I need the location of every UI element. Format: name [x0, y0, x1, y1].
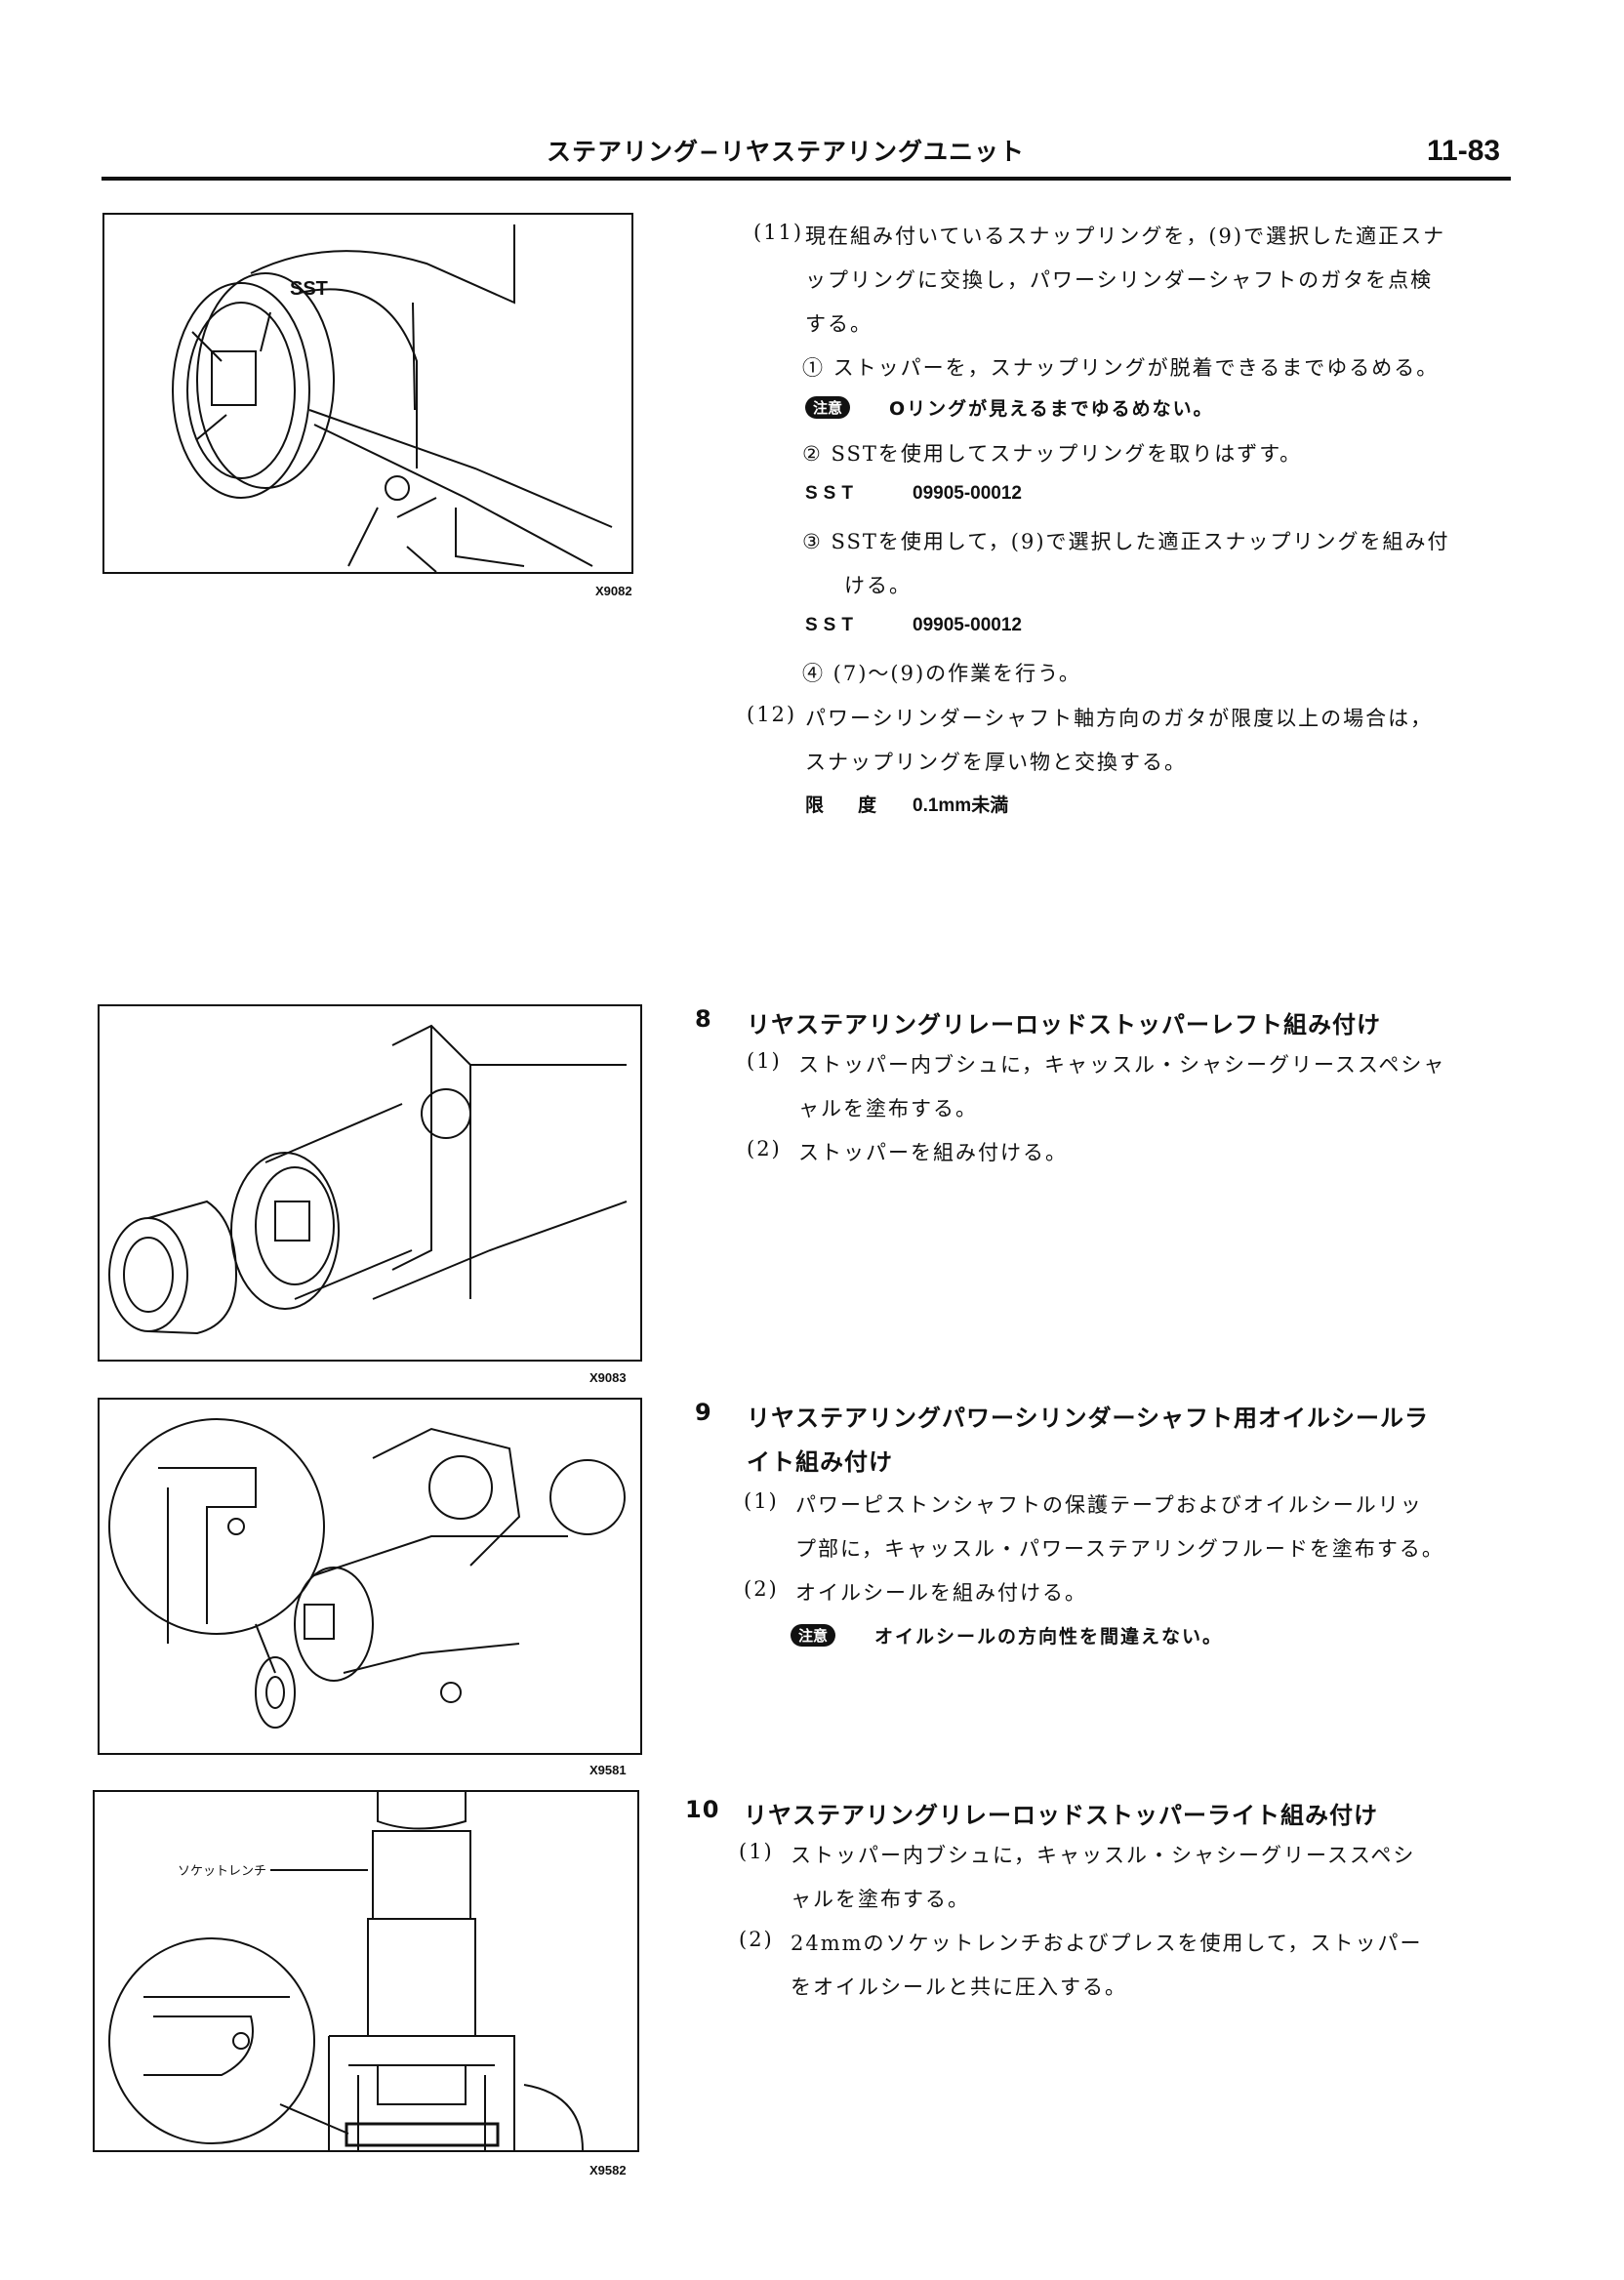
item-text: パワーピストンシャフトの保護テープおよびオイルシールリッ [795, 1493, 1423, 1517]
item-number: (1) [739, 1840, 774, 1863]
item-text: ストッパーを組み付ける。 [798, 1141, 1068, 1164]
page-header-title: ステアリング−リヤステアリングユニット [547, 138, 1025, 166]
limit-value: 0.1mm未満 [913, 795, 1009, 816]
figure-press-stopper: ソケットレンチ [93, 1790, 639, 2152]
step-text: ップリングに交換し，パワーシリンダーシャフトのガタを点検 [805, 268, 1434, 292]
section-title: イト組み付け [747, 1448, 893, 1476]
step-number: (11) [753, 221, 804, 244]
oil-seal-drawing [108, 1418, 626, 1729]
item-text: ャルを塗布する。 [791, 1888, 970, 1911]
item-number: (2) [744, 1577, 779, 1601]
figure-id: X9582 [589, 2163, 627, 2178]
substep-text: ② SSTを使用してスナップリングを取りはずす。 [802, 442, 1303, 466]
figure-stopper-left [98, 1004, 642, 1362]
step-text: 現在組み付いているスナップリングを，(9)で選択した適正スナ [805, 224, 1446, 248]
substep-text: ける。 [844, 574, 912, 597]
figure-id: X9082 [595, 584, 632, 598]
figure-id: X9581 [589, 1763, 627, 1777]
sst-value: 09905-00012 [913, 483, 1022, 504]
item-text: ストッパー内ブシュに，キャッスル・シャシーグリーススペシャ [798, 1053, 1446, 1077]
item-number: (1) [747, 1049, 782, 1073]
sst-value: 09905-00012 [913, 615, 1022, 635]
section-number: 10 [685, 1796, 720, 1823]
page-number: 11-83 [1427, 135, 1501, 167]
socket-wrench-callout: ソケットレンチ [178, 1864, 267, 1879]
item-number: (1) [744, 1489, 779, 1513]
limit-label: 限 度 [805, 794, 885, 816]
item-text: オイルシールを組み付ける。 [795, 1581, 1087, 1605]
section-title: リヤステアリングリレーロッドストッパーライト組み付け [744, 1802, 1378, 1829]
substep-text: ① ストッパーを，スナップリングが脱着できるまでゆるめる。 [802, 356, 1440, 380]
notice-row: 注意 Oリングが見えるまでゆるめない。 [805, 394, 1214, 421]
item-number: (2) [747, 1137, 782, 1160]
press-stopper-drawing [108, 1792, 584, 2150]
section-number: 9 [695, 1399, 712, 1426]
limit-row: 限 度 0.1mm未満 [805, 791, 1008, 817]
substep-text: ④ (7)〜(9)の作業を行う。 [802, 662, 1081, 685]
item-text: プ部に，キャッスル・パワーステアリングフルードを塗布する。 [795, 1537, 1444, 1561]
header-rule [102, 177, 1511, 181]
notice-badge: 注意 [805, 396, 851, 419]
sst-row: SST 09905-00012 [805, 614, 1022, 636]
substep-text: ③ SSTを使用して，(9)で選択した適正スナップリングを組み付 [802, 530, 1450, 553]
item-text: ストッパー内ブシュに，キャッスル・シャシーグリーススペシ [791, 1844, 1416, 1867]
section-title: リヤステアリングパワーシリンダーシャフト用オイルシールラ [747, 1405, 1430, 1432]
figure-oil-seal [98, 1398, 642, 1755]
item-text: ャルを塗布する。 [798, 1097, 978, 1120]
sst-label: SST [805, 615, 859, 635]
notice-text: オイルシールの方向性を間違えない。 [874, 1626, 1224, 1648]
item-text: 24mmのソケットレンチおよびプレスを使用して，ストッパー [791, 1932, 1423, 1955]
snap-ring-pliers-drawing [172, 224, 613, 572]
figure-snap-ring-removal: SST [102, 213, 633, 574]
notice-row: 注意 オイルシールの方向性を間違えない。 [791, 1622, 1223, 1649]
notice-badge: 注意 [791, 1624, 836, 1647]
figure-id: X9083 [589, 1370, 627, 1385]
sst-row: SST 09905-00012 [805, 482, 1022, 505]
item-text: をオイルシールと共に圧入する。 [791, 1975, 1127, 1999]
item-number: (2) [739, 1928, 774, 1951]
section-title: リヤステアリングリレーロッドストッパーレフト組み付け [747, 1011, 1381, 1038]
notice-text: Oリングが見えるまでゆるめない。 [889, 398, 1214, 420]
section-number: 8 [695, 1005, 712, 1033]
stopper-left-drawing [108, 1024, 628, 1335]
step-number: (12) [747, 703, 797, 726]
step-text: する。 [805, 312, 873, 336]
sst-callout: SST [290, 278, 328, 300]
step-text: パワーシリンダーシャフト軸方向のガタが限度以上の場合は， [805, 707, 1434, 730]
step-text: スナップリングを厚い物と交換する。 [805, 751, 1187, 774]
sst-label: SST [805, 483, 859, 504]
